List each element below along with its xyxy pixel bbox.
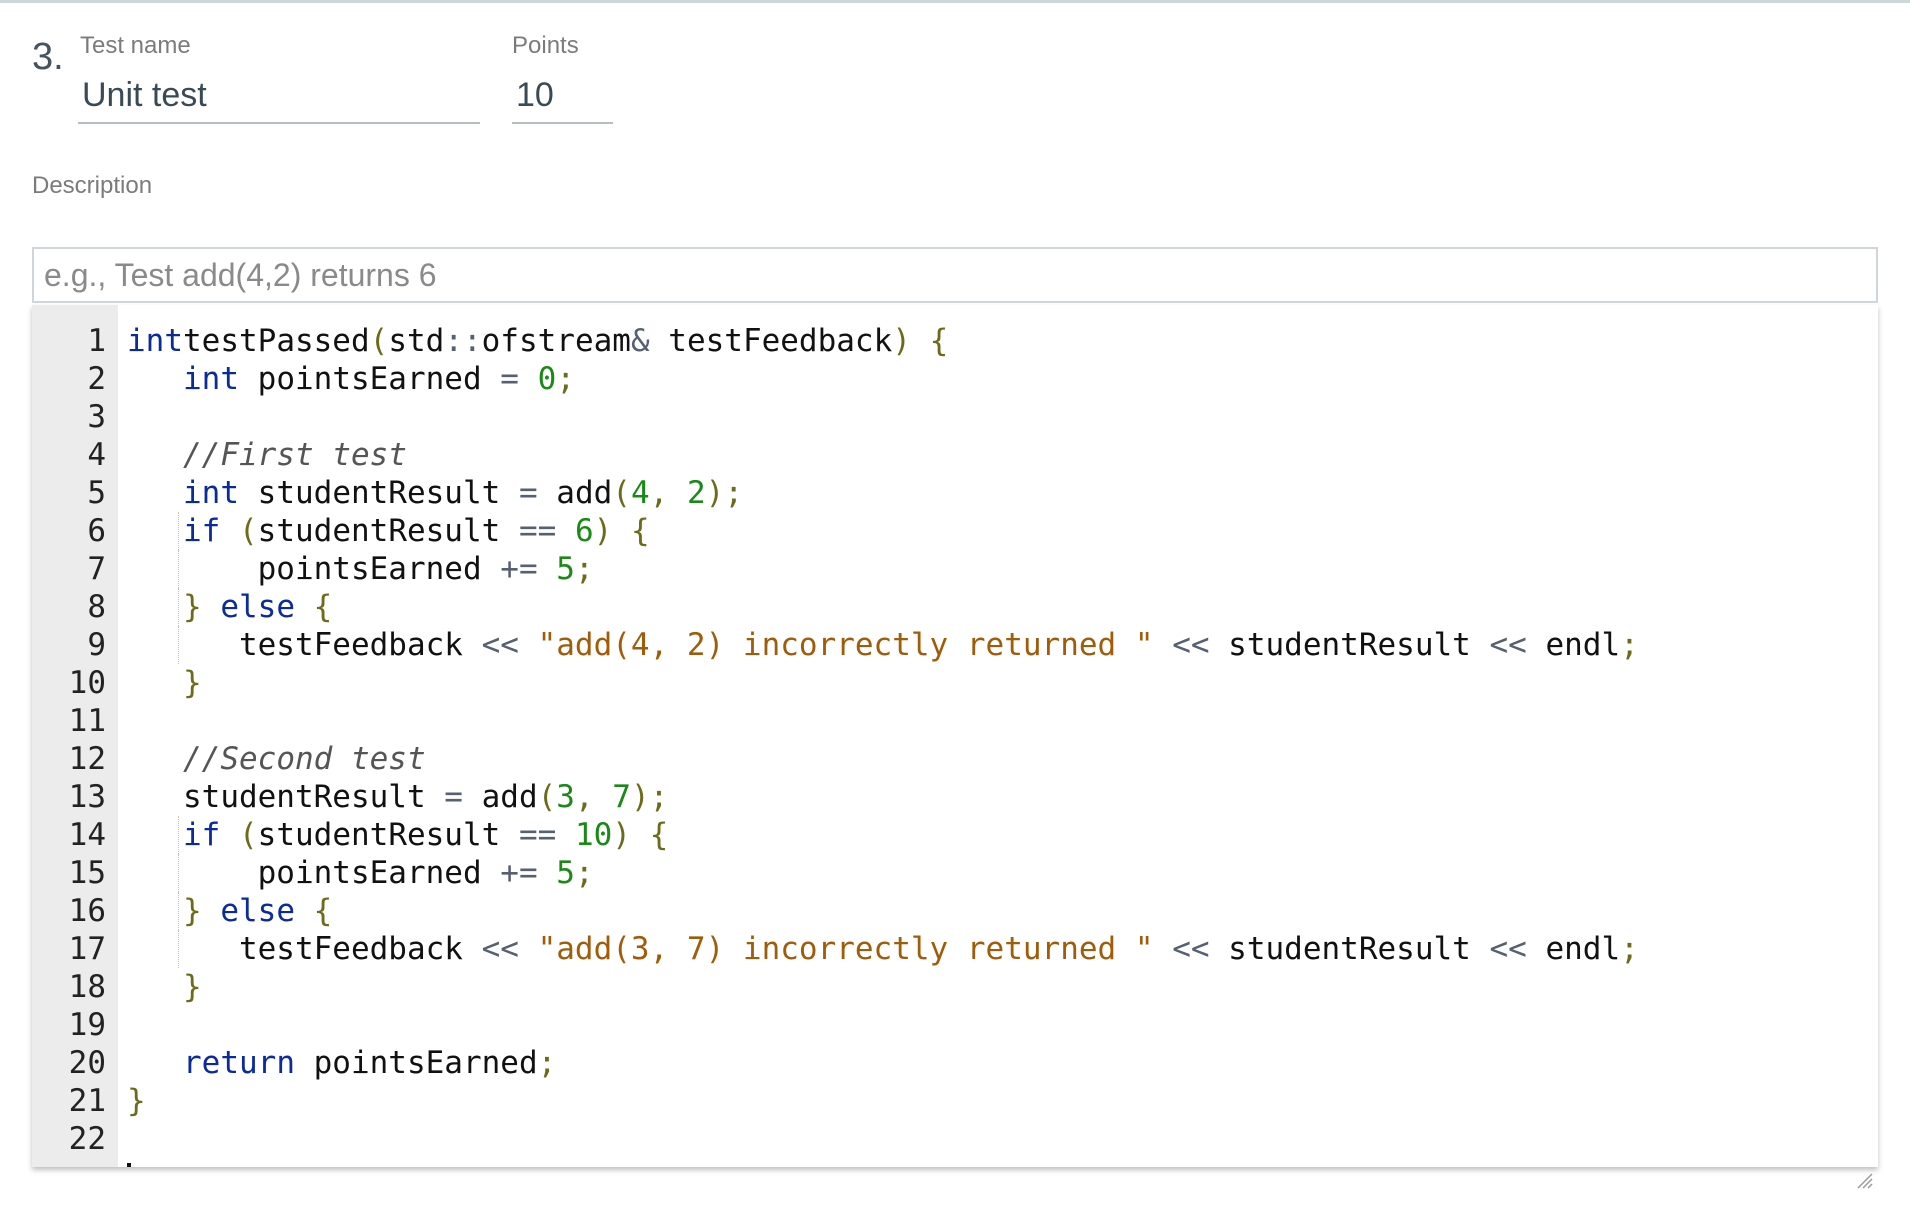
- code-line[interactable]: 2 int pointsEarned = 0;: [32, 360, 1878, 398]
- line-number: 5: [87, 475, 106, 511]
- line-text: int pointsEarned = 0;: [183, 361, 575, 397]
- line-number: 8: [87, 589, 106, 625]
- line-text: int studentResult = add(4, 2);: [183, 475, 743, 511]
- indent-guide: [178, 930, 179, 968]
- code-line[interactable]: 6 if (studentResult == 6) {: [32, 512, 1878, 550]
- line-number: 12: [68, 741, 106, 777]
- line-text: pointsEarned += 5;: [127, 855, 594, 891]
- line-text: inttestPassed(std::ofstream& testFeedbac…: [127, 323, 949, 359]
- line-text: } else {: [183, 893, 333, 929]
- code-line[interactable]: 14 if (studentResult == 10) {: [32, 816, 1878, 854]
- line-text: }: [183, 665, 202, 701]
- line-text: return pointsEarned;: [183, 1045, 557, 1081]
- indent-guide: [178, 550, 179, 588]
- line-text: studentResult = add(3, 7);: [127, 779, 669, 815]
- code-editor[interactable]: 1 inttestPassed(std::ofstream& testFeedba…: [32, 305, 1878, 1167]
- line-number: 16: [68, 893, 106, 929]
- code-line[interactable]: 8 } else {: [32, 588, 1878, 626]
- line-text: testFeedback << "add(4, 2) incorrectly r…: [127, 627, 1639, 663]
- indent-guide: [178, 588, 179, 626]
- code-line[interactable]: 21}: [32, 1082, 1878, 1120]
- code-line[interactable]: 11: [32, 702, 1878, 740]
- line-text: //First test: [183, 437, 407, 473]
- points-input[interactable]: 10: [512, 70, 613, 124]
- line-number: 13: [68, 779, 106, 815]
- indent-guide: [178, 892, 179, 930]
- line-number: 15: [68, 855, 106, 891]
- code-line[interactable]: 15 pointsEarned += 5;: [32, 854, 1878, 892]
- line-text: if (studentResult == 10) {: [183, 817, 669, 853]
- code-line[interactable]: 1 inttestPassed(std::ofstream& testFeedba…: [32, 322, 1878, 360]
- line-text: if (studentResult == 6) {: [183, 513, 650, 549]
- section-divider: [0, 0, 1910, 3]
- code-line[interactable]: 19: [32, 1006, 1878, 1044]
- line-number: 6: [87, 513, 106, 549]
- code-line[interactable]: 10 }: [32, 664, 1878, 702]
- code-line[interactable]: 22: [32, 1120, 1878, 1158]
- code-line[interactable]: 12 //Second test: [32, 740, 1878, 778]
- text-cursor: [127, 1163, 131, 1167]
- code-line[interactable]: 7 pointsEarned += 5;: [32, 550, 1878, 588]
- line-number: 10: [68, 665, 106, 701]
- line-number: 7: [87, 551, 106, 587]
- code-line[interactable]: 3: [32, 398, 1878, 436]
- test-number: 3.: [32, 36, 64, 78]
- line-number: 20: [68, 1045, 106, 1081]
- code-line[interactable]: 4 //First test: [32, 436, 1878, 474]
- test-name-input[interactable]: Unit test: [78, 70, 480, 124]
- test-name-label: Test name: [80, 32, 191, 59]
- line-text: //Second test: [183, 741, 426, 777]
- line-number: 4: [87, 437, 106, 473]
- line-number: 21: [68, 1083, 106, 1119]
- line-text: } else {: [183, 589, 333, 625]
- description-label: Description: [32, 172, 153, 199]
- indent-guide: [178, 816, 179, 854]
- line-number: 1: [87, 323, 106, 359]
- line-number: 11: [68, 703, 106, 739]
- indent-guide: [178, 626, 179, 664]
- line-number: 14: [68, 817, 106, 853]
- indent-guide: [178, 512, 179, 550]
- code-line[interactable]: 13 studentResult = add(3, 7);: [32, 778, 1878, 816]
- line-text: testFeedback << "add(3, 7) incorrectly r…: [127, 931, 1639, 967]
- line-text: }: [127, 1083, 146, 1119]
- indent-guide: [178, 854, 179, 892]
- points-label: Points: [512, 32, 579, 59]
- line-number: 3: [87, 399, 106, 435]
- code-line[interactable]: 20 return pointsEarned;: [32, 1044, 1878, 1082]
- code-line[interactable]: 18 }: [32, 968, 1878, 1006]
- line-text: pointsEarned += 5;: [127, 551, 594, 587]
- description-input[interactable]: [32, 247, 1878, 303]
- line-number: 2: [87, 361, 106, 397]
- line-text: }: [183, 969, 202, 1005]
- line-number: 18: [68, 969, 106, 1005]
- line-number: 19: [68, 1007, 106, 1043]
- resize-handle-icon[interactable]: [1856, 1172, 1874, 1190]
- code-line[interactable]: 9 testFeedback << "add(4, 2) incorrectly…: [32, 626, 1878, 664]
- code-line[interactable]: 5 int studentResult = add(4, 2);: [32, 474, 1878, 512]
- line-number-gutter: [32, 305, 118, 1167]
- line-number: 17: [68, 931, 106, 967]
- code-line[interactable]: 17 testFeedback << "add(3, 7) incorrectl…: [32, 930, 1878, 968]
- line-number: 9: [87, 627, 106, 663]
- line-number: 22: [68, 1121, 106, 1157]
- code-line[interactable]: 16 } else {: [32, 892, 1878, 930]
- code-area[interactable]: 1 inttestPassed(std::ofstream& testFeedba…: [32, 322, 1878, 1158]
